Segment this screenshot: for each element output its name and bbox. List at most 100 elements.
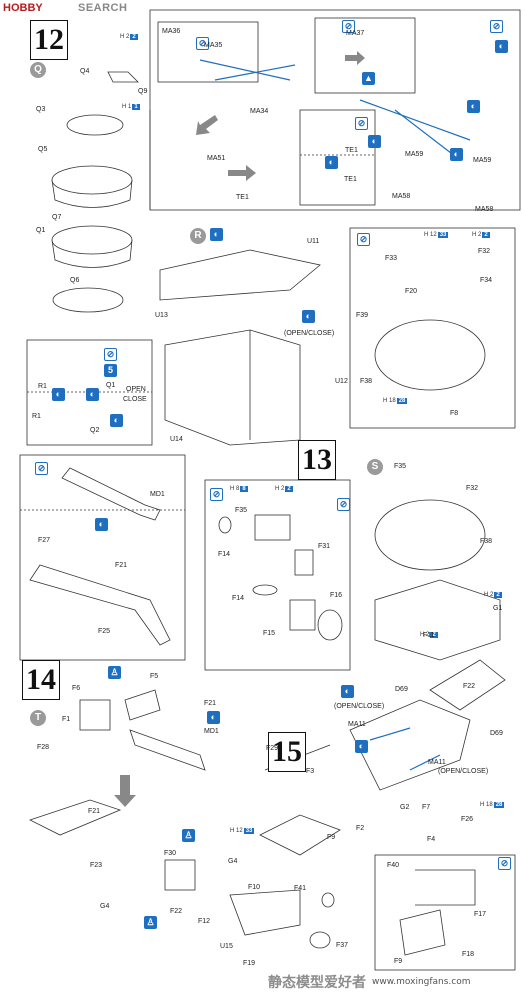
open-close-icon: ◐ [355,740,368,753]
open-close-icon: ◐ [207,711,220,724]
part-label-te1: TE1 [236,194,249,201]
subassembly-q: Q [30,62,46,78]
site-logo[interactable]: HOBBY [3,2,43,14]
panel-ma37 [314,17,416,94]
panel-md1 [19,454,186,661]
glue-icon: ⊘ [337,498,350,511]
part-label-f22: F22 [170,908,183,915]
glue-icon: ⊘ [357,233,370,246]
part-label-f23: F23 [90,862,103,869]
glue-icon: ⊘ [35,462,48,475]
watermark-url: www.moxingfans.com [372,977,471,987]
step-13: 13 [298,440,336,480]
part-label-q5: Q5 [38,146,48,153]
part-label-q4: Q4 [80,68,90,75]
part-label-f32: F32 [466,485,479,492]
part-label-g4: G4 [228,858,238,865]
part-label-f21: F21 [88,808,101,815]
part-label-f31: F31 [318,543,331,550]
part-label-md1: MD1 [204,728,219,735]
label-open-close: (OPEN/CLOSE) [334,703,385,710]
part-label-f38: F38 [480,538,493,545]
part-label-f4: F4 [427,836,436,843]
panel-q-detail [26,339,153,446]
open-close-icon: ◐ [368,135,381,148]
part-label-r1: R1 [32,413,41,420]
glue-icon: ⊘ [342,20,355,33]
part-label-ma59: MA59 [473,157,492,164]
part-label-ma51: MA51 [207,155,226,162]
glue-icon: ⊘ [210,488,223,501]
part-label-f35: F35 [394,463,407,470]
part-label-u11: U11 [307,238,320,245]
part-label-f30: F30 [164,850,177,857]
part-label-u14: U14 [170,436,183,443]
open-close-icon: ◐ [52,388,65,401]
step-12: 12 [30,20,68,60]
part-label-q1: Q1 [106,382,116,389]
part-label-f20: F20 [405,288,418,295]
part-label-d69: D69 [490,730,503,737]
part-label-f5: F5 [150,673,159,680]
part-label-ma58: MA58 [392,193,411,200]
part-label-u12: U12 [335,378,348,385]
open-close-icon: ◐ [210,228,223,241]
part-label-f9: F9 [394,958,403,965]
part-label-ma34: MA34 [250,108,269,115]
part-label-f26: F26 [461,816,474,823]
part-label-f22: F22 [463,683,476,690]
part-label-ma36: MA36 [162,28,181,35]
site-header: HOBBY SEARCH [0,0,200,16]
site-name[interactable]: SEARCH [78,2,128,14]
label-open-close: (OPEN/CLOSE) [438,768,489,775]
part-label-u15: U15 [220,943,233,950]
part-label-f15: F15 [263,630,276,637]
part-label-g2: G2 [400,804,410,811]
glue-icon: ⊘ [104,348,117,361]
part-label-ma58: MA58 [475,206,494,213]
part-label-f3: F3 [306,768,315,775]
watermark: 静态模型爱好者 [268,975,366,991]
part-label-f14: F14 [232,595,245,602]
bucket-icon: ♙ [108,666,121,679]
subassembly-s: S [367,459,383,475]
part-label-f8: F8 [450,410,459,417]
part-label-f33: F33 [385,255,398,262]
part-label-ma11: MA11 [428,759,446,766]
part-label-f10: F10 [248,884,261,891]
part-label-ma11: MA11 [348,721,366,728]
step-15: 15 [268,732,306,772]
open-close-icon: ▲ [362,72,375,85]
open-close-icon: ◐ [467,100,480,113]
part-label-f14: F14 [218,551,231,558]
part-label-q2: Q2 [90,427,100,434]
subassembly-t: T [30,710,46,726]
part-label-md1: MD1 [150,491,165,498]
part-label-f11: F11 [423,632,435,639]
label-close: CLOSE [123,396,147,403]
part-label-f1: F1 [62,716,71,723]
glue-icon: ⊘ [490,20,503,33]
bucket-icon: ♙ [182,829,195,842]
open-close-icon: ◐ [110,414,123,427]
panel-te1 [299,109,376,206]
part-label-f35: F35 [235,507,248,514]
part-label-f34: F34 [480,277,493,284]
part-label-f17: F17 [474,911,487,918]
panel-f35 [204,479,351,671]
part-label-te1: TE1 [345,147,358,154]
label-open-close: (OPEN/CLOSE) [284,330,335,337]
open-close-icon: ◐ [495,40,508,53]
part-label-q3: Q3 [36,106,46,113]
part-label-q9: Q9 [138,88,148,95]
part-label-f38: F38 [360,378,373,385]
